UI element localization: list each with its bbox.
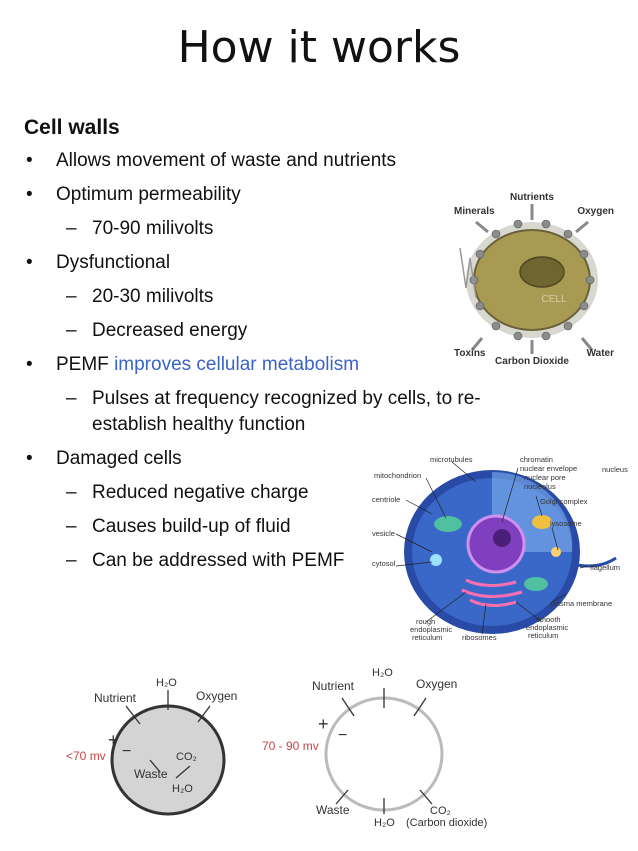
damaged-label-waste: Waste (134, 767, 168, 781)
label-nucleus: nucleus (602, 465, 628, 474)
label-smooth-2: endoplasmic (526, 623, 568, 632)
label-toxins: Toxins (454, 348, 486, 359)
membrane-beads (469, 219, 595, 341)
er-shapes (461, 578, 523, 607)
label-flagellum: flagellum (590, 563, 620, 572)
label-rough-1: rough (416, 617, 435, 626)
damaged-cell-diagram: Nutrient H₂O Oxygen + − <70 mv CO₂ Waste… (60, 664, 250, 824)
label-rough-3: reticulum (412, 633, 442, 642)
nucleolus-shape (493, 529, 511, 547)
damaged-label-plus: + (108, 730, 119, 750)
sub-bullet-4-1: Pulses at frequency recognized by cells,… (24, 386, 502, 438)
sub-bullet-5-2: Causes build-up of fluid (24, 514, 484, 540)
healthy-label-minus: − (338, 727, 347, 744)
damaged-label-oxygen: Oxygen (196, 689, 237, 703)
sub-bullet-5-3: Can be addressed with PEMF (24, 548, 484, 574)
bullet-5: Damaged cells (24, 446, 484, 472)
bullet-2: Optimum permeability (24, 182, 484, 208)
label-rough-2: endoplasmic (410, 625, 452, 634)
label-mitochondrion: mitochondrion (374, 471, 421, 480)
label-microtubules: microtubules (430, 455, 473, 464)
healthy-label-voltage: 70 - 90 mv (262, 739, 319, 753)
damaged-arrows (125, 690, 211, 779)
healthy-arrows (335, 688, 433, 814)
label-vesicle: vesicle (372, 529, 395, 538)
label-centriole: centriole (372, 495, 400, 504)
healthy-label-oxygen: Oxygen (416, 677, 457, 691)
damaged-label-h2o: H₂O (156, 677, 177, 689)
healthy-label-h2o-top: H₂O (372, 667, 393, 679)
healthy-label-nutrient: Nutrient (312, 679, 355, 693)
damaged-label-h2o-inside: H₂O (172, 783, 193, 795)
bullet-4: PEMF improves cellular metabolism (24, 352, 484, 378)
healthy-label-waste: Waste (316, 803, 350, 817)
label-cytosol: cytosol (372, 559, 396, 568)
damaged-label-nutrient: Nutrient (94, 691, 137, 705)
slide-title: How it works (177, 22, 461, 73)
golgi-shape (532, 515, 552, 529)
label-smooth-3: reticulum (528, 631, 558, 640)
cell-exchange-diagram: Nutrients Minerals Oxygen CELL Toxins Ca… (446, 188, 618, 366)
flagellum-shape (571, 556, 617, 568)
bullet-4-highlight: improves cellular metabolism (114, 354, 360, 375)
mitochondrion-shape (434, 516, 462, 532)
sub-bullet-3-2: Decreased energy (24, 318, 484, 344)
label-ribosomes: ribosomes (462, 633, 497, 642)
healthy-cell-diagram: H₂O Nutrient Oxygen + − 70 - 90 mv Waste… (256, 658, 528, 830)
exchange-arrows (470, 204, 594, 354)
label-cell: CELL (541, 294, 566, 305)
label-minerals: Minerals (454, 206, 495, 217)
sub-bullet-5-1: Reduced negative charge (24, 480, 484, 506)
damaged-cell-body (110, 704, 226, 816)
label-nutrients: Nutrients (510, 192, 554, 203)
label-lysosome: lysosome (550, 519, 582, 528)
sub-bullet-2-1: 70-90 milivolts (24, 216, 484, 242)
healthy-label-carbon-dioxide: (Carbon dioxide) (406, 817, 487, 829)
label-water: Water (587, 348, 615, 359)
pulse-wave (459, 247, 477, 299)
label-plasma-membrane: plasma membrane (550, 599, 612, 608)
sub-bullet-3-1: 20-30 milivolts (24, 284, 484, 310)
label-nuclear-pore: nuclear pore (524, 473, 566, 482)
label-nuclear-envelope: nuclear envelope (520, 464, 577, 473)
animal-cell-diagram: microtubules chromatin nuclear envelope … (366, 452, 632, 648)
leader-lines (395, 461, 589, 635)
label-carbon-dioxide: Carbon Dioxide (495, 356, 569, 366)
healthy-cell-body (324, 696, 444, 812)
bullet-1: Allows movement of waste and nutrients (24, 148, 484, 174)
label-chromatin: chromatin (520, 455, 553, 464)
label-golgi-complex: Golgi complex (540, 497, 588, 506)
damaged-label-minus: − (122, 743, 131, 760)
label-oxygen: Oxygen (577, 206, 614, 217)
bullet-3: Dysfunctional (24, 250, 484, 276)
label-smooth-1: smooth (536, 615, 561, 624)
cell-nucleus (519, 256, 565, 288)
content-list: Cell walls Allows movement of waste and … (24, 110, 484, 582)
damaged-label-voltage: <70 mv (66, 749, 106, 763)
healthy-label-h2o-bottom: H₂O (374, 817, 395, 829)
damaged-label-co2: CO₂ (176, 751, 197, 763)
section-heading: Cell walls (24, 116, 120, 139)
bullet-4-prefix: PEMF (56, 354, 115, 375)
healthy-label-plus: + (318, 714, 329, 734)
healthy-label-co2: CO₂ (430, 805, 451, 817)
label-nucleolus: nucleolus (524, 482, 556, 491)
